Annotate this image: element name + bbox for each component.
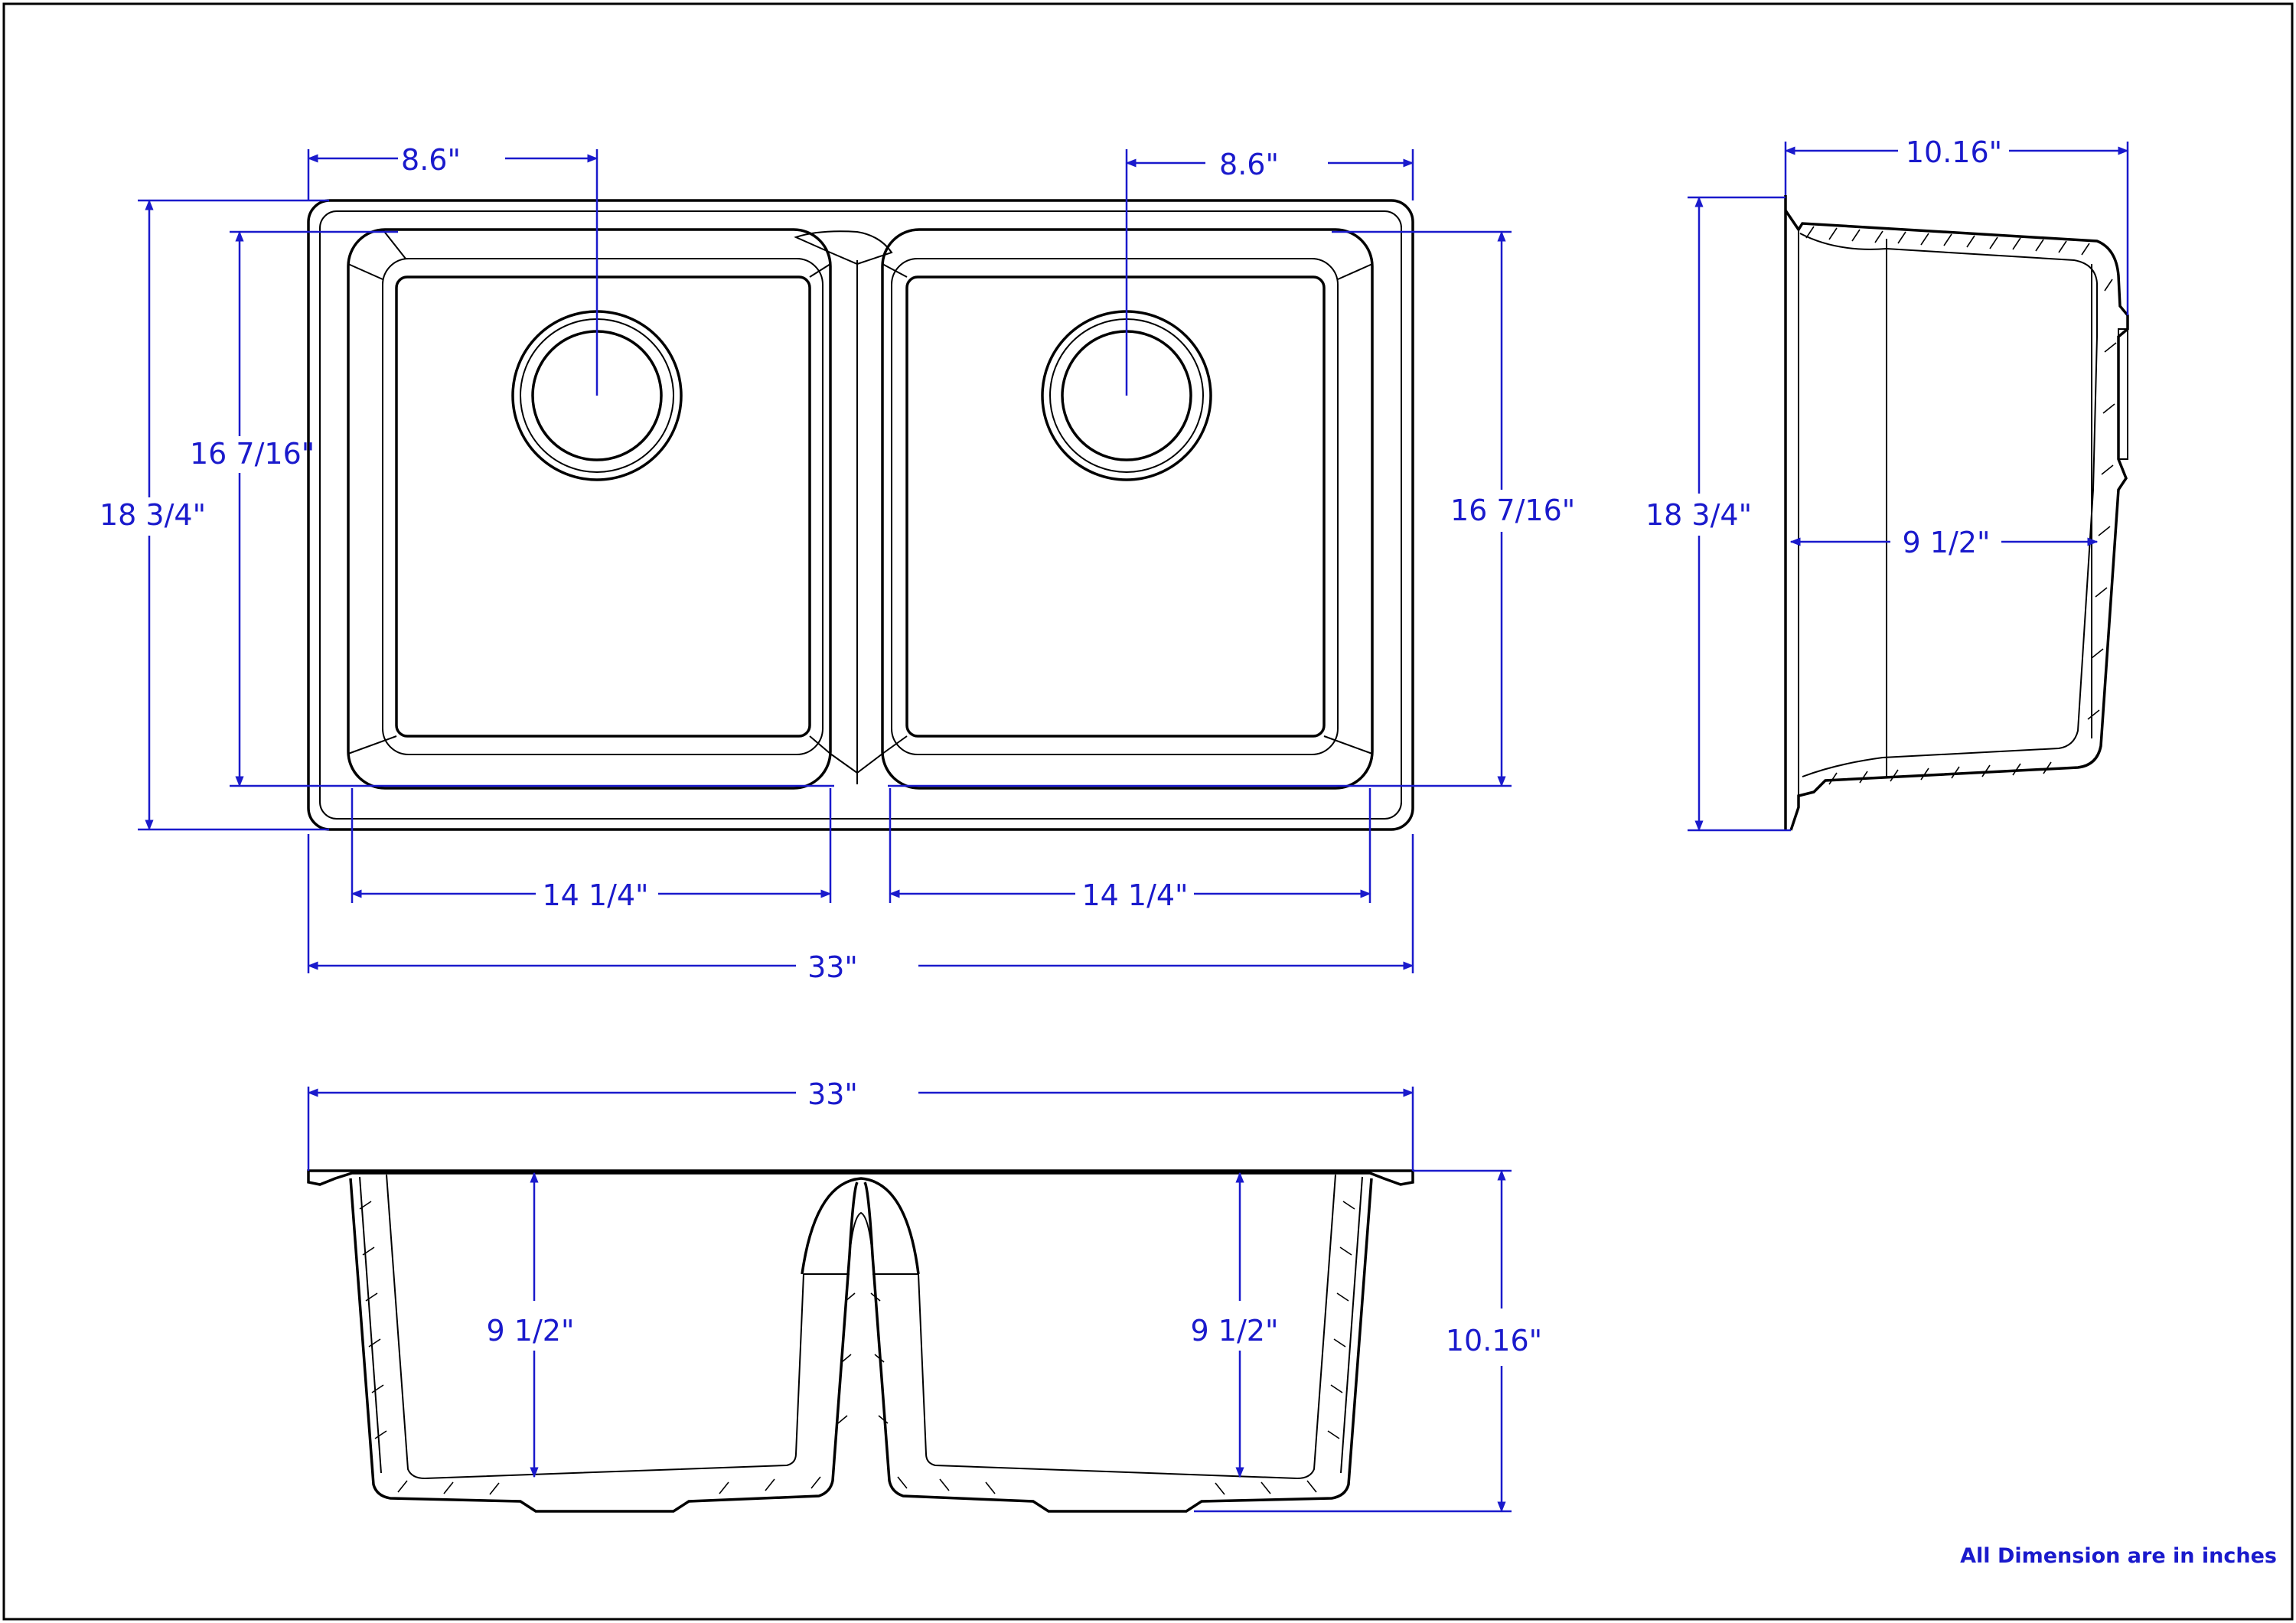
center-divider — [794, 230, 893, 266]
front-wall-hatching — [359, 1201, 1355, 1495]
dim-overall-width-top: 33" — [807, 950, 858, 984]
dim-bowl-length-left: 16 7/16" — [190, 437, 315, 471]
dim-overall-width-front: 33" — [807, 1077, 858, 1111]
side-view: 10.16" 18 3/4" 9 1/2" — [1645, 135, 2129, 832]
front-view: 33" 9 1/2" 9 1/2" 10.16" — [307, 1077, 1542, 1513]
dim-right-bowl-depth: 9 1/2" — [1191, 1314, 1279, 1348]
dim-side-depth: 10.16" — [1906, 135, 2002, 169]
left-bowl-section — [349, 1178, 859, 1513]
dim-side-bowl-depth: 9 1/2" — [1903, 526, 1991, 559]
units-note: All Dimension are in inches — [1960, 1544, 2277, 1568]
dim-front-overall-depth: 10.16" — [1446, 1324, 1542, 1357]
center-divider-arch — [801, 1177, 920, 1275]
dim-side-overall-length: 18 3/4" — [1645, 498, 1752, 532]
right-bowl-section — [863, 1178, 1373, 1513]
dim-bowl-length-right: 16 7/16" — [1450, 494, 1575, 527]
dim-right-drain-offset: 8.6" — [1219, 148, 1279, 181]
dim-left-drain-offset: 8.6" — [401, 143, 461, 177]
dim-right-bowl-width: 14 1/4" — [1081, 878, 1188, 912]
top-view: 8.6" 8.6" 18 3/4" 16 7/16" 16 7/16" 14 1… — [99, 143, 1575, 984]
dim-left-bowl-width: 14 1/4" — [542, 878, 648, 912]
side-wall-hatching — [1805, 226, 2117, 785]
sink-rim-outline — [307, 199, 1414, 831]
dim-overall-length-top: 18 3/4" — [99, 498, 206, 532]
dim-left-bowl-depth: 9 1/2" — [487, 1314, 575, 1348]
left-bowl — [347, 228, 832, 790]
